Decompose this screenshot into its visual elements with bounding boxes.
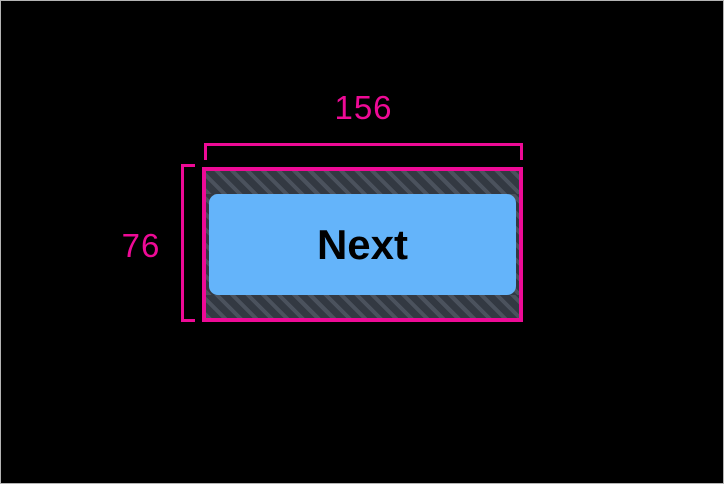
width-measurement-label: 156 (334, 89, 393, 126)
next-button-label: Next (316, 220, 409, 268)
next-button[interactable]: Next (209, 194, 516, 295)
height-measurement-label: 76 (121, 227, 161, 264)
element-content-row: Next (206, 194, 519, 295)
measured-element-outline: Next (202, 167, 523, 322)
spacing-hatch-bottom (206, 295, 519, 318)
spacing-hatch-top (206, 171, 519, 194)
width-measurement-bracket (204, 143, 523, 160)
height-measurement-bracket (181, 164, 195, 322)
